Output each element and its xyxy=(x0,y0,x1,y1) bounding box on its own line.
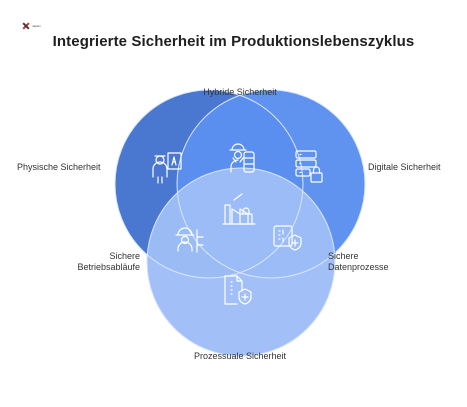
digital-outline xyxy=(176,89,366,279)
chip-shield-icon xyxy=(273,225,302,251)
label-data-line2: Datenprozesse xyxy=(328,262,389,272)
label-hybrid: Hybride Sicherheit xyxy=(203,87,277,97)
logo-text: napkin xyxy=(32,24,41,28)
document-shield-icon xyxy=(224,275,252,305)
label-digital: Digitale Sicherheit xyxy=(368,162,441,172)
label-ops-line2: Betriebsabläufe xyxy=(77,262,140,272)
worker-server-icon xyxy=(229,143,255,173)
label-data-line1: Sichere xyxy=(328,251,359,261)
label-ops: Sichere Betriebsabläufe xyxy=(77,251,140,273)
teacher-board-icon xyxy=(152,152,182,184)
physical-outline xyxy=(114,89,304,279)
label-physical: Physische Sicherheit xyxy=(17,162,101,172)
server-lock-icon xyxy=(295,150,323,183)
label-ops-line1: Sichere xyxy=(109,251,140,261)
worker-workflow-icon xyxy=(175,227,204,253)
process-outline xyxy=(146,167,336,357)
factory-lock-icon xyxy=(222,193,256,225)
logo: napkin xyxy=(22,22,41,30)
page-title: Integrierte Sicherheit im Produktionsleb… xyxy=(52,33,415,50)
label-process: Prozessuale Sicherheit xyxy=(193,351,287,361)
label-data: Sichere Datenprozesse xyxy=(328,251,389,273)
process-circle xyxy=(147,168,335,356)
